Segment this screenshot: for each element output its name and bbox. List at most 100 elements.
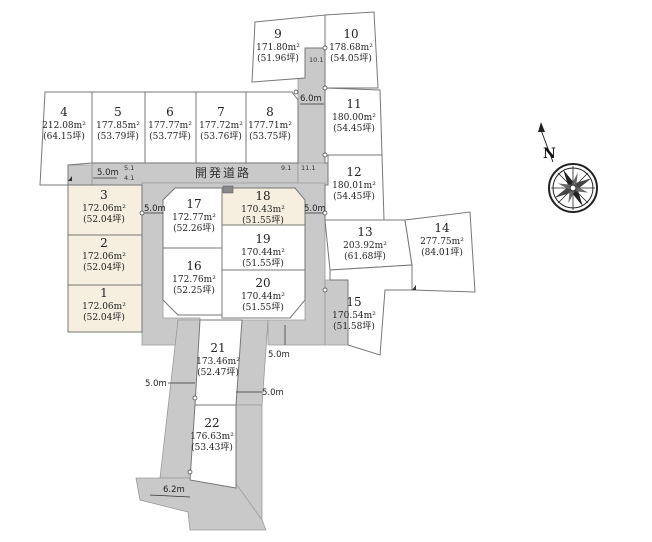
lot-1-tsubo: (52.04坪) [83, 312, 125, 323]
lot-14-number: 14 [434, 221, 450, 235]
lot-20-shape [221, 269, 306, 319]
lot-12-tsubo: (54.45坪) [333, 191, 375, 202]
lot-7-number: 7 [217, 105, 225, 119]
lot-9-tsubo: (51.96坪) [257, 53, 299, 64]
lot-9-number: 9 [274, 27, 282, 41]
lot-4-tsubo: (64.15坪) [43, 131, 85, 142]
lot-20-area: 170.44m² [241, 292, 285, 302]
lot-10-tsubo: (54.05坪) [330, 53, 372, 64]
lot-7-area: 177.72m² [199, 121, 243, 131]
lot-17-number: 17 [186, 197, 201, 211]
lot-18-shape [221, 187, 306, 226]
lot-15-tsubo: (51.58坪) [333, 321, 375, 332]
lot-14-area: 277.75m² [420, 237, 464, 247]
lots [39, 11, 476, 489]
lot-21-number: 21 [210, 341, 225, 355]
dim-6m: 6.0m [300, 94, 322, 104]
sd-5-1: 5.1 [124, 164, 134, 172]
lot-6-tsubo: (53.77坪) [149, 131, 191, 142]
sd-10-1: 10.1 [309, 56, 323, 64]
lot-4-number: 4 [60, 105, 68, 119]
lot-17-tsubo: (52.26坪) [173, 223, 215, 234]
lot-1-number: 1 [100, 286, 108, 300]
sd-9-1: 9.1 [281, 164, 291, 172]
lot-18-number: 18 [255, 189, 270, 203]
dim-5m-s1: 5.0m [268, 350, 290, 360]
lot-18-area: 170.43m² [241, 205, 285, 215]
lot-1-shape [67, 284, 143, 333]
lot-6-number: 6 [166, 105, 174, 119]
lot-21-area: 173.46m² [196, 357, 240, 367]
lot-2-number: 2 [100, 236, 108, 250]
lot-10-area: 178.68m² [329, 43, 373, 53]
lot-labels: 1172.06m²(52.04坪)2172.06m²(52.04坪)3172.0… [42, 27, 464, 453]
dim-5m-west: 5.0m [144, 204, 166, 214]
small-dimension-labels: 10.1 9.1 11.1 5.1 4.1 [124, 56, 323, 182]
dim-5m-s2: 5.0m [145, 379, 167, 389]
lot-10-shape [324, 11, 379, 89]
lot-15-shape [329, 264, 413, 356]
lot-5-area: 177.85m² [96, 121, 140, 131]
lot-8-shape [245, 91, 299, 164]
north-label: N [543, 146, 556, 162]
survey-markers [68, 45, 416, 475]
sd-11-1: 11.1 [301, 164, 315, 172]
lot-12-number: 12 [346, 165, 361, 179]
lot-7-tsubo: (53.76坪) [200, 131, 242, 142]
lot-17-area: 172.77m² [172, 213, 216, 223]
lot-16-tsubo: (52.25坪) [173, 285, 215, 296]
lot-11-area: 180.00m² [332, 113, 376, 123]
lot-14-shape [404, 211, 476, 293]
lot-14-tsubo: (84.01坪) [421, 247, 463, 258]
sd-4-1: 4.1 [124, 174, 134, 182]
lot-21-tsubo: (52.47坪) [197, 367, 239, 378]
road-name: 開発道路 [195, 165, 251, 180]
lot-22-tsubo: (53.43坪) [191, 442, 233, 453]
lot-22-shape [189, 404, 237, 489]
lot-3-area: 172.06m² [82, 204, 126, 214]
lot-16-area: 172.76m² [172, 275, 216, 285]
lot-19-area: 170.44m² [241, 248, 285, 258]
lot-13-number: 13 [357, 225, 372, 239]
dimension-labels: 6.0m 5.0m 5.0m 5.0m 5.0m 5.0m 5.0m 6.2m [97, 94, 326, 495]
lot-19-number: 19 [255, 232, 270, 246]
lot-19-tsubo: (51.55坪) [242, 258, 284, 269]
lot-3-tsubo: (52.04坪) [83, 214, 125, 225]
lot-5-number: 5 [114, 105, 122, 119]
dim-5m-east: 5.0m [304, 204, 326, 214]
road-network [67, 47, 349, 531]
lot-8-area: 177.71m² [248, 121, 292, 131]
lot-6-area: 177.77m² [148, 121, 192, 131]
lot-2-area: 172.06m² [82, 252, 126, 262]
lot-10-number: 10 [343, 27, 358, 41]
west-spur-road [67, 164, 93, 186]
lot-22-area: 176.63m² [190, 432, 234, 442]
dimension-lines [93, 103, 325, 498]
dim-5m-nw: 5.0m [97, 168, 119, 178]
north-arrow-icon [548, 163, 598, 213]
lot-4-area: 212.08m² [42, 121, 86, 131]
north-pointer [538, 122, 554, 163]
lot-20-number: 20 [255, 276, 270, 290]
lot-8-tsubo: (53.75坪) [249, 131, 291, 142]
lot-1-area: 172.06m² [82, 302, 126, 312]
lot-3-number: 3 [100, 188, 108, 202]
lot-12-area: 180.01m² [332, 181, 376, 191]
lot-20-tsubo: (51.55坪) [242, 302, 284, 313]
lot-16-shape [162, 247, 223, 316]
lot-11-number: 11 [346, 97, 361, 111]
lot-13-tsubo: (61.68坪) [344, 251, 386, 262]
lot-16-number: 16 [186, 259, 201, 273]
lot-15-area: 170.54m² [332, 311, 376, 321]
lot-9-area: 171.80m² [256, 43, 300, 53]
lot-8-number: 8 [266, 105, 274, 119]
lot-22-number: 22 [204, 416, 219, 430]
lot-2-tsubo: (52.04坪) [83, 262, 125, 273]
lot-15-number: 15 [346, 295, 361, 309]
dim-6-2m: 6.2m [163, 485, 185, 495]
lot-5-tsubo: (53.79坪) [97, 131, 139, 142]
lot-11-tsubo: (54.45坪) [333, 123, 375, 134]
dim-5m-s3: 5.0m [262, 388, 284, 398]
lot-18-tsubo: (51.55坪) [242, 215, 284, 226]
